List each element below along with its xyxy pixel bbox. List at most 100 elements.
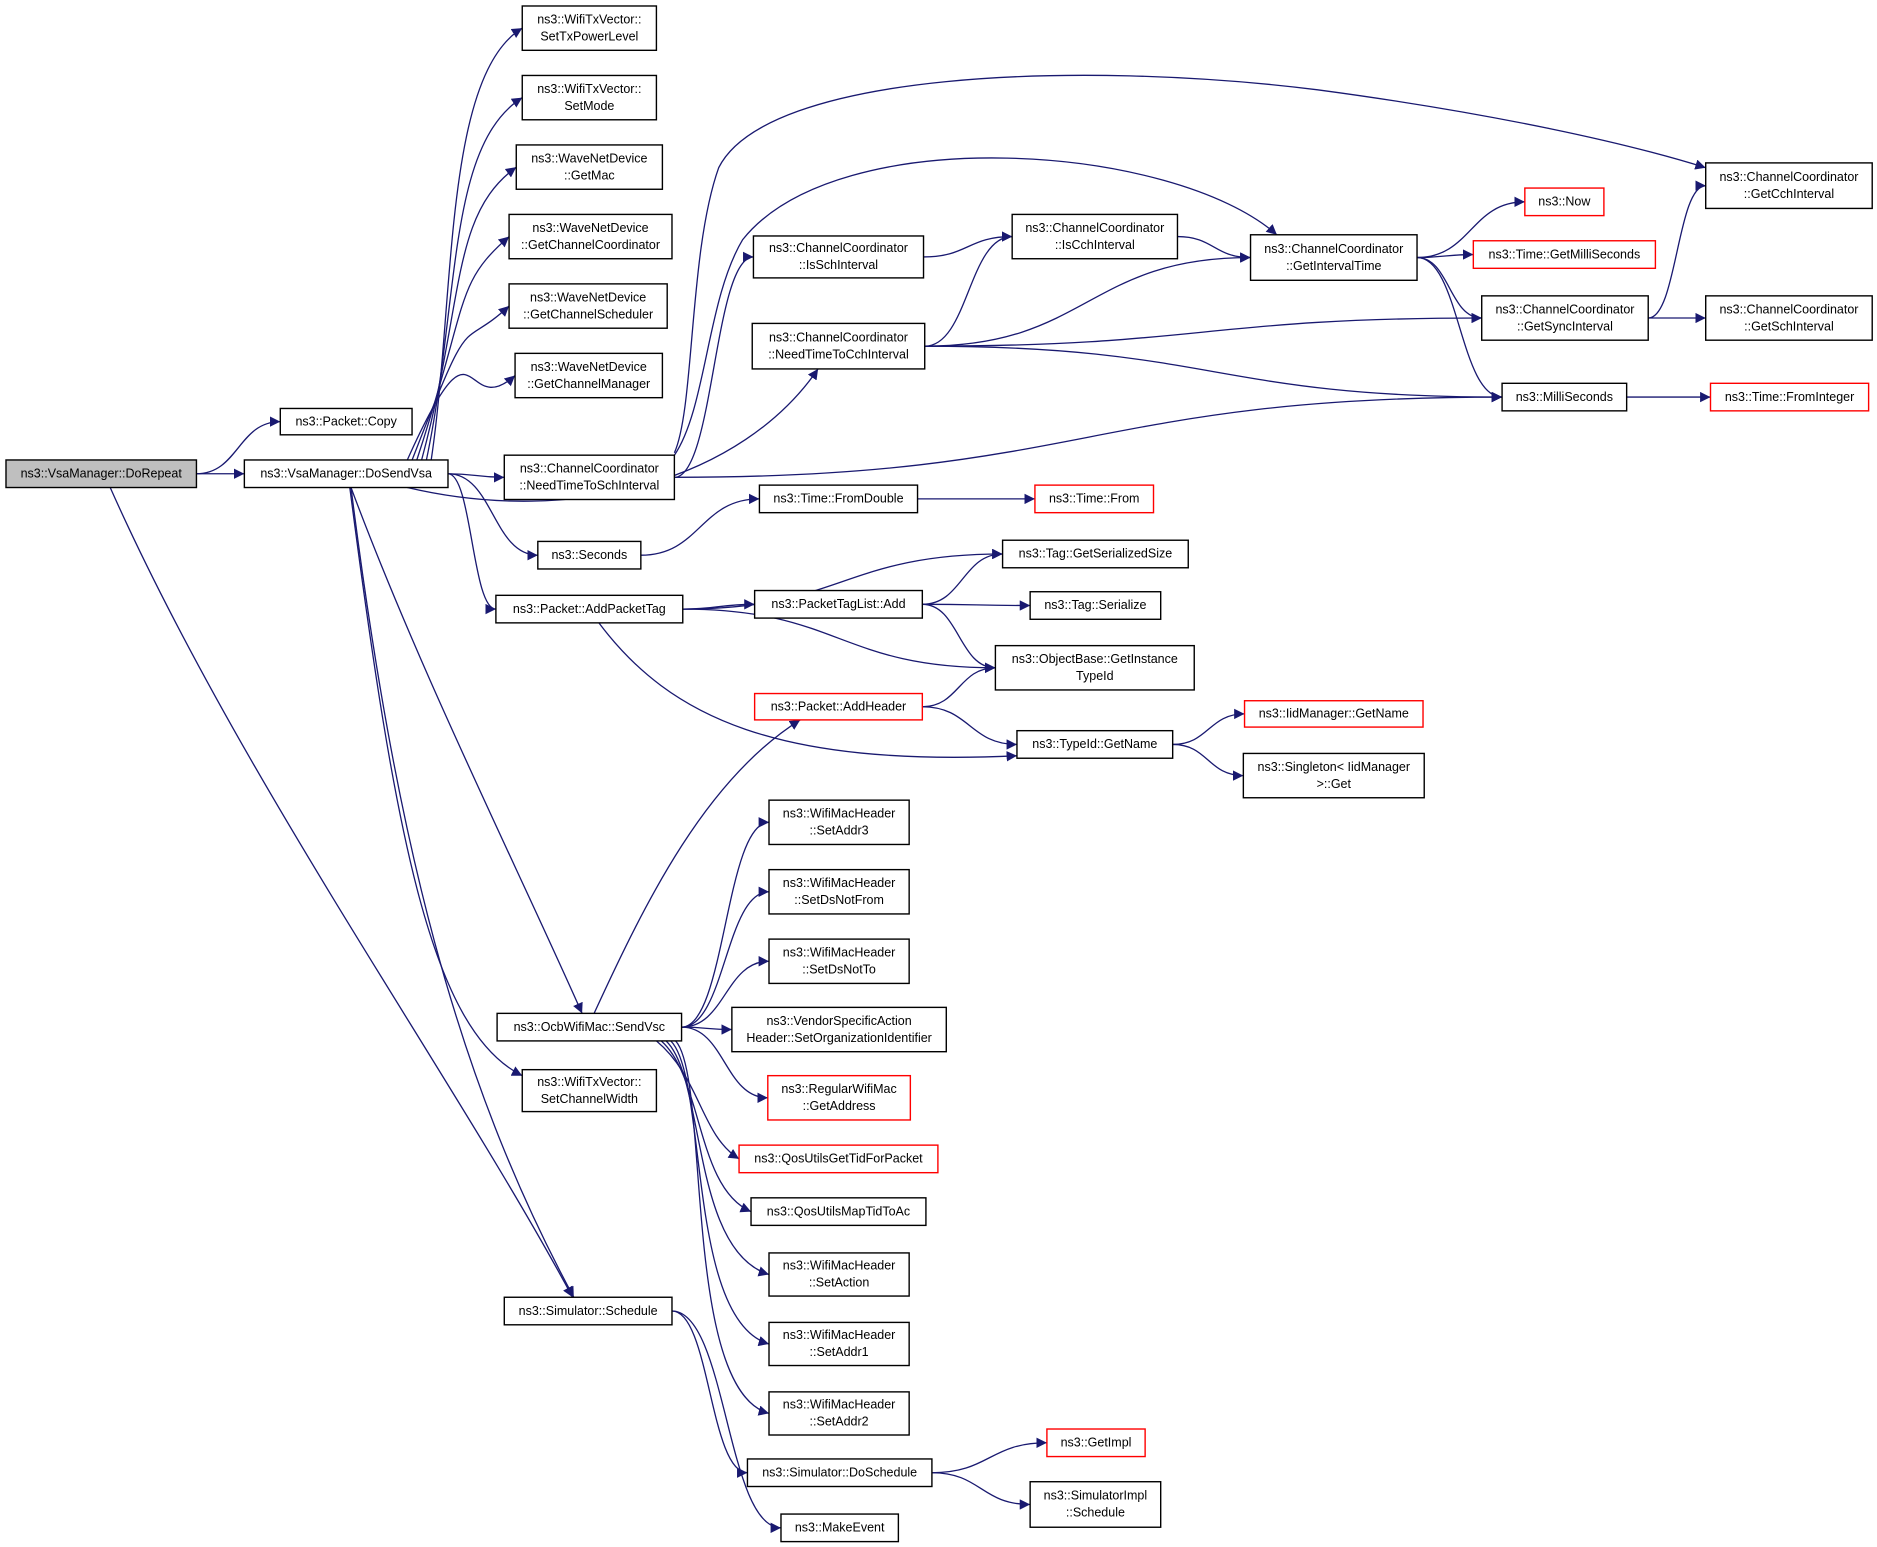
call-edge-needsch-to-millis [674,391,1503,478]
node-qostid[interactable]: ns3::QosUtilsGetTidForPacket [738,1144,939,1174]
node-getsync[interactable]: ns3::ChannelCoordinator::GetSyncInterval [1481,295,1649,341]
node-needcch[interactable]: ns3::ChannelCoordinator::NeedTimeToCchIn… [751,322,926,370]
call-edge-sendvsc-to-setdsnotto [681,956,770,1028]
node-getchsched[interactable]: ns3::WaveNetDevice::GetChannelScheduler [508,283,668,329]
node-qosmap[interactable]: ns3::QosUtilsMapTidToAc [750,1197,927,1227]
node-box [521,74,658,121]
node-addpackettag[interactable]: ns3::Packet::AddPacketTag [495,594,684,624]
node-setdsnotto[interactable]: ns3::WifiMacHeader::SetDsNotTo [768,938,910,985]
node-label-line: ::SetDsNotFrom [794,893,884,907]
node-label-line: ::NeedTimeToSchInterval [519,479,659,493]
call-edge-dorepeat-to-schedule [109,487,574,1298]
call-edge-addpackettag-to-getinsttype [682,608,996,673]
node-label-line: ::GetSyncInterval [1517,319,1613,333]
node-getcch[interactable]: ns3::ChannelCoordinator::GetCchInterval [1705,162,1873,210]
node-label-line: ns3::VsaManager::DoSendVsa [260,466,432,480]
node-label-line: ::GetChannelManager [527,377,650,391]
node-label-line: ns3::WifiTxVector:: [537,1075,641,1089]
node-getaddress[interactable]: ns3::RegularWifiMac::GetAddress [767,1074,912,1121]
node-fromdouble[interactable]: ns3::Time::FromDouble [758,484,919,514]
node-box [279,407,413,436]
node-getserialsize[interactable]: ns3::Tag::GetSerializedSize [1001,539,1189,569]
node-label-line: ::SetAddr1 [810,1345,869,1359]
call-edge-sendvsc-to-qosmap [660,1040,752,1213]
node-label-line: ns3::ChannelCoordinator [1264,242,1403,256]
call-edge-ptladd-to-tagserialize [922,600,1031,611]
node-getchcoord[interactable]: ns3::WaveNetDevice::GetChannelCoordinato… [508,213,673,260]
call-edge-sendvsc-to-setaddr1 [670,1040,770,1347]
node-label-line: ns3::SimulatorImpl [1044,1489,1148,1503]
node-needsch[interactable]: ns3::ChannelCoordinator::NeedTimeToSchIn… [503,454,676,501]
node-box [1249,234,1418,281]
call-edge-getinterval-to-getmilli [1417,249,1474,260]
node-box [503,1296,673,1326]
call-edge-getinterval-to-getsync [1417,256,1482,324]
node-box [768,868,910,915]
node-label-line: ::GetMac [564,168,615,182]
node-label-line: ::GetAddress [803,1099,876,1113]
node-getchmgr[interactable]: ns3::WaveNetDevice::GetChannelManager [514,352,664,399]
node-vendorspec[interactable]: ns3::VendorSpecificActionHeader::SetOrga… [731,1006,947,1053]
call-edge-sendvsc-to-addheader [593,719,801,1014]
node-setaddr1[interactable]: ns3::WifiMacHeader::SetAddr1 [768,1321,910,1367]
node-label-line: ns3::MilliSeconds [1516,390,1613,404]
node-setchwidth[interactable]: ns3::WifiTxVector::SetChannelWidth [521,1068,658,1113]
node-millis[interactable]: ns3::MilliSeconds [1501,382,1628,412]
node-box [780,1513,900,1543]
node-getname[interactable]: ns3::TypeId::GetName [1016,729,1174,759]
node-tagserialize[interactable]: ns3::Tag::Serialize [1029,591,1162,620]
node-makeevent[interactable]: ns3::MakeEvent [780,1513,900,1543]
call-edge-getinterval-to-millis [1417,256,1503,403]
function-nodes: ns3::VsaManager::DoRepeat ns3::Packet::Co… [5,5,1873,1543]
node-getmac[interactable]: ns3::WaveNetDevice::GetMac [515,144,664,190]
node-setaddr3[interactable]: ns3::WifiMacHeader::SetAddr3 [768,799,910,846]
node-label-line: ns3::Tag::Serialize [1044,598,1146,612]
node-seconds[interactable]: ns3::Seconds [537,540,642,570]
call-edge-sendvsc-to-setaction [665,1040,770,1277]
node-label-line: ::NeedTimeToCchInterval [768,347,909,361]
node-label-line: ns3::WifiTxVector:: [537,82,641,96]
node-getsch[interactable]: ns3::ChannelCoordinator::GetSchInterval [1705,295,1873,341]
node-label-line: ::Schedule [1066,1506,1125,1520]
node-singleton[interactable]: ns3::Singleton< IidManager>::Get [1242,752,1425,799]
node-isschi[interactable]: ns3::ChannelCoordinator::IsSchInterval [752,235,925,279]
node-schedule[interactable]: ns3::Simulator::Schedule [503,1296,673,1326]
node-box [521,1068,658,1113]
node-dorepeat[interactable]: ns3::VsaManager::DoRepeat [5,459,198,489]
node-sendvsc[interactable]: ns3::OcbWifiMac::SendVsc [496,1012,683,1042]
call-edge-dosendvsa-to-setmode [425,97,523,461]
node-from[interactable]: ns3::Time::From [1034,484,1155,514]
call-edge-seconds-to-fromdouble [640,493,760,556]
node-simimplsched[interactable]: ns3::SimulatorImpl::Schedule [1029,1481,1162,1528]
node-box [768,799,910,846]
node-getimpl[interactable]: ns3::GetImpl [1046,1428,1146,1458]
node-box [753,692,924,721]
node-copy[interactable]: ns3::Packet::Copy [279,407,413,436]
call-edge-getname-to-iidgetname [1172,708,1245,746]
node-doschedule[interactable]: ns3::Simulator::DoSchedule [746,1458,933,1488]
node-frominteger[interactable]: ns3::Time::FromInteger [1709,382,1870,412]
node-label-line: ns3::Packet::AddHeader [771,699,907,713]
node-dosendvsa[interactable]: ns3::VsaManager::DoSendVsa [243,459,449,489]
node-label-line: ns3::RegularWifiMac [781,1082,896,1096]
node-getinterval[interactable]: ns3::ChannelCoordinator::GetIntervalTime [1249,234,1418,281]
node-addheader[interactable]: ns3::Packet::AddHeader [753,692,924,721]
node-setaction[interactable]: ns3::WifiMacHeader::SetAction [768,1252,910,1297]
node-now[interactable]: ns3::Now [1524,187,1605,217]
node-iscchi[interactable]: ns3::ChannelCoordinator::IsCchInterval [1011,213,1179,260]
call-edge-needcch-to-getsync [924,312,1482,347]
call-edge-dorepeat-to-copy [196,416,281,475]
node-iidgetname[interactable]: ns3::IidManager::GetName [1243,700,1424,728]
node-ptladd[interactable]: ns3::PacketTagList::Add [753,589,924,619]
node-getmilli[interactable]: ns3::Time::GetMilliSeconds [1472,240,1657,270]
node-box [738,1144,939,1174]
call-edge-dosendvsa-to-getmac [420,166,517,461]
node-setmode[interactable]: ns3::WifiTxVector::SetMode [521,74,658,121]
node-label-line: ns3::WaveNetDevice [530,290,646,304]
node-label-line: ns3::Packet::Copy [295,414,397,428]
node-setdsnotfrom[interactable]: ns3::WifiMacHeader::SetDsNotFrom [768,868,910,915]
node-settxpower[interactable]: ns3::WifiTxVector::SetTxPowerLevel [521,5,658,52]
node-setaddr2[interactable]: ns3::WifiMacHeader::SetAddr2 [768,1391,910,1436]
node-box [1034,484,1155,514]
